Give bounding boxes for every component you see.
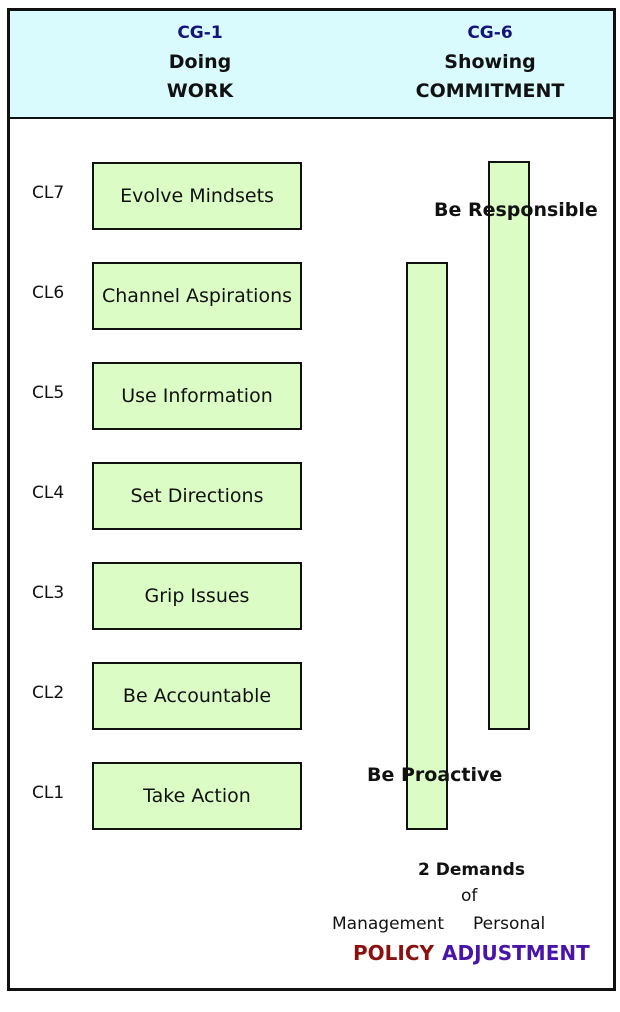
level-box-cl4: Set Directions: [92, 462, 302, 530]
cg6-code: CG-6: [467, 23, 513, 43]
header-cg1: CG-1 Doing WORK: [100, 19, 300, 106]
level-box-cl7: Evolve Mindsets: [92, 162, 302, 230]
level-box-cl3: Grip Issues: [92, 562, 302, 630]
proactive-label: Be Proactive: [367, 764, 503, 786]
level-box-cl5: Use Information: [92, 362, 302, 430]
adjustment-label: ADJUSTMENT: [442, 941, 590, 965]
cg6-line2: COMMITMENT: [415, 80, 565, 102]
header-cg6: CG-6 Showing COMMITMENT: [380, 19, 600, 106]
level-code-cl2: CL2: [32, 683, 65, 703]
diagram-frame: CG-1 Doing WORK CG-6 Showing COMMITMENT …: [7, 8, 616, 991]
demands-title: 2 Demands: [418, 860, 525, 880]
responsible-bar: [488, 161, 530, 730]
level-box-cl1: Take Action: [92, 762, 302, 830]
level-code-cl4: CL4: [32, 483, 65, 503]
level-code-cl3: CL3: [32, 583, 65, 603]
demands-of: of: [461, 886, 478, 906]
policy-label: POLICY: [353, 941, 435, 965]
header: CG-1 Doing WORK CG-6 Showing COMMITMENT: [10, 11, 613, 119]
level-box-cl2: Be Accountable: [92, 662, 302, 730]
cg1-line1: Doing: [168, 51, 232, 73]
cg1-code: CG-1: [177, 23, 223, 43]
level-code-cl1: CL1: [32, 783, 65, 803]
cg1-line2: WORK: [166, 80, 234, 102]
proactive-bar: [406, 262, 448, 830]
responsible-label: Be Responsible: [434, 199, 598, 221]
cg6-line1: Showing: [444, 51, 536, 73]
level-code-cl5: CL5: [32, 383, 65, 403]
level-code-cl6: CL6: [32, 283, 65, 303]
demands-personal: Personal: [473, 914, 546, 934]
demands-management: Management: [332, 914, 444, 934]
level-box-cl6: Channel Aspirations: [92, 262, 302, 330]
level-code-cl7: CL7: [32, 183, 65, 203]
